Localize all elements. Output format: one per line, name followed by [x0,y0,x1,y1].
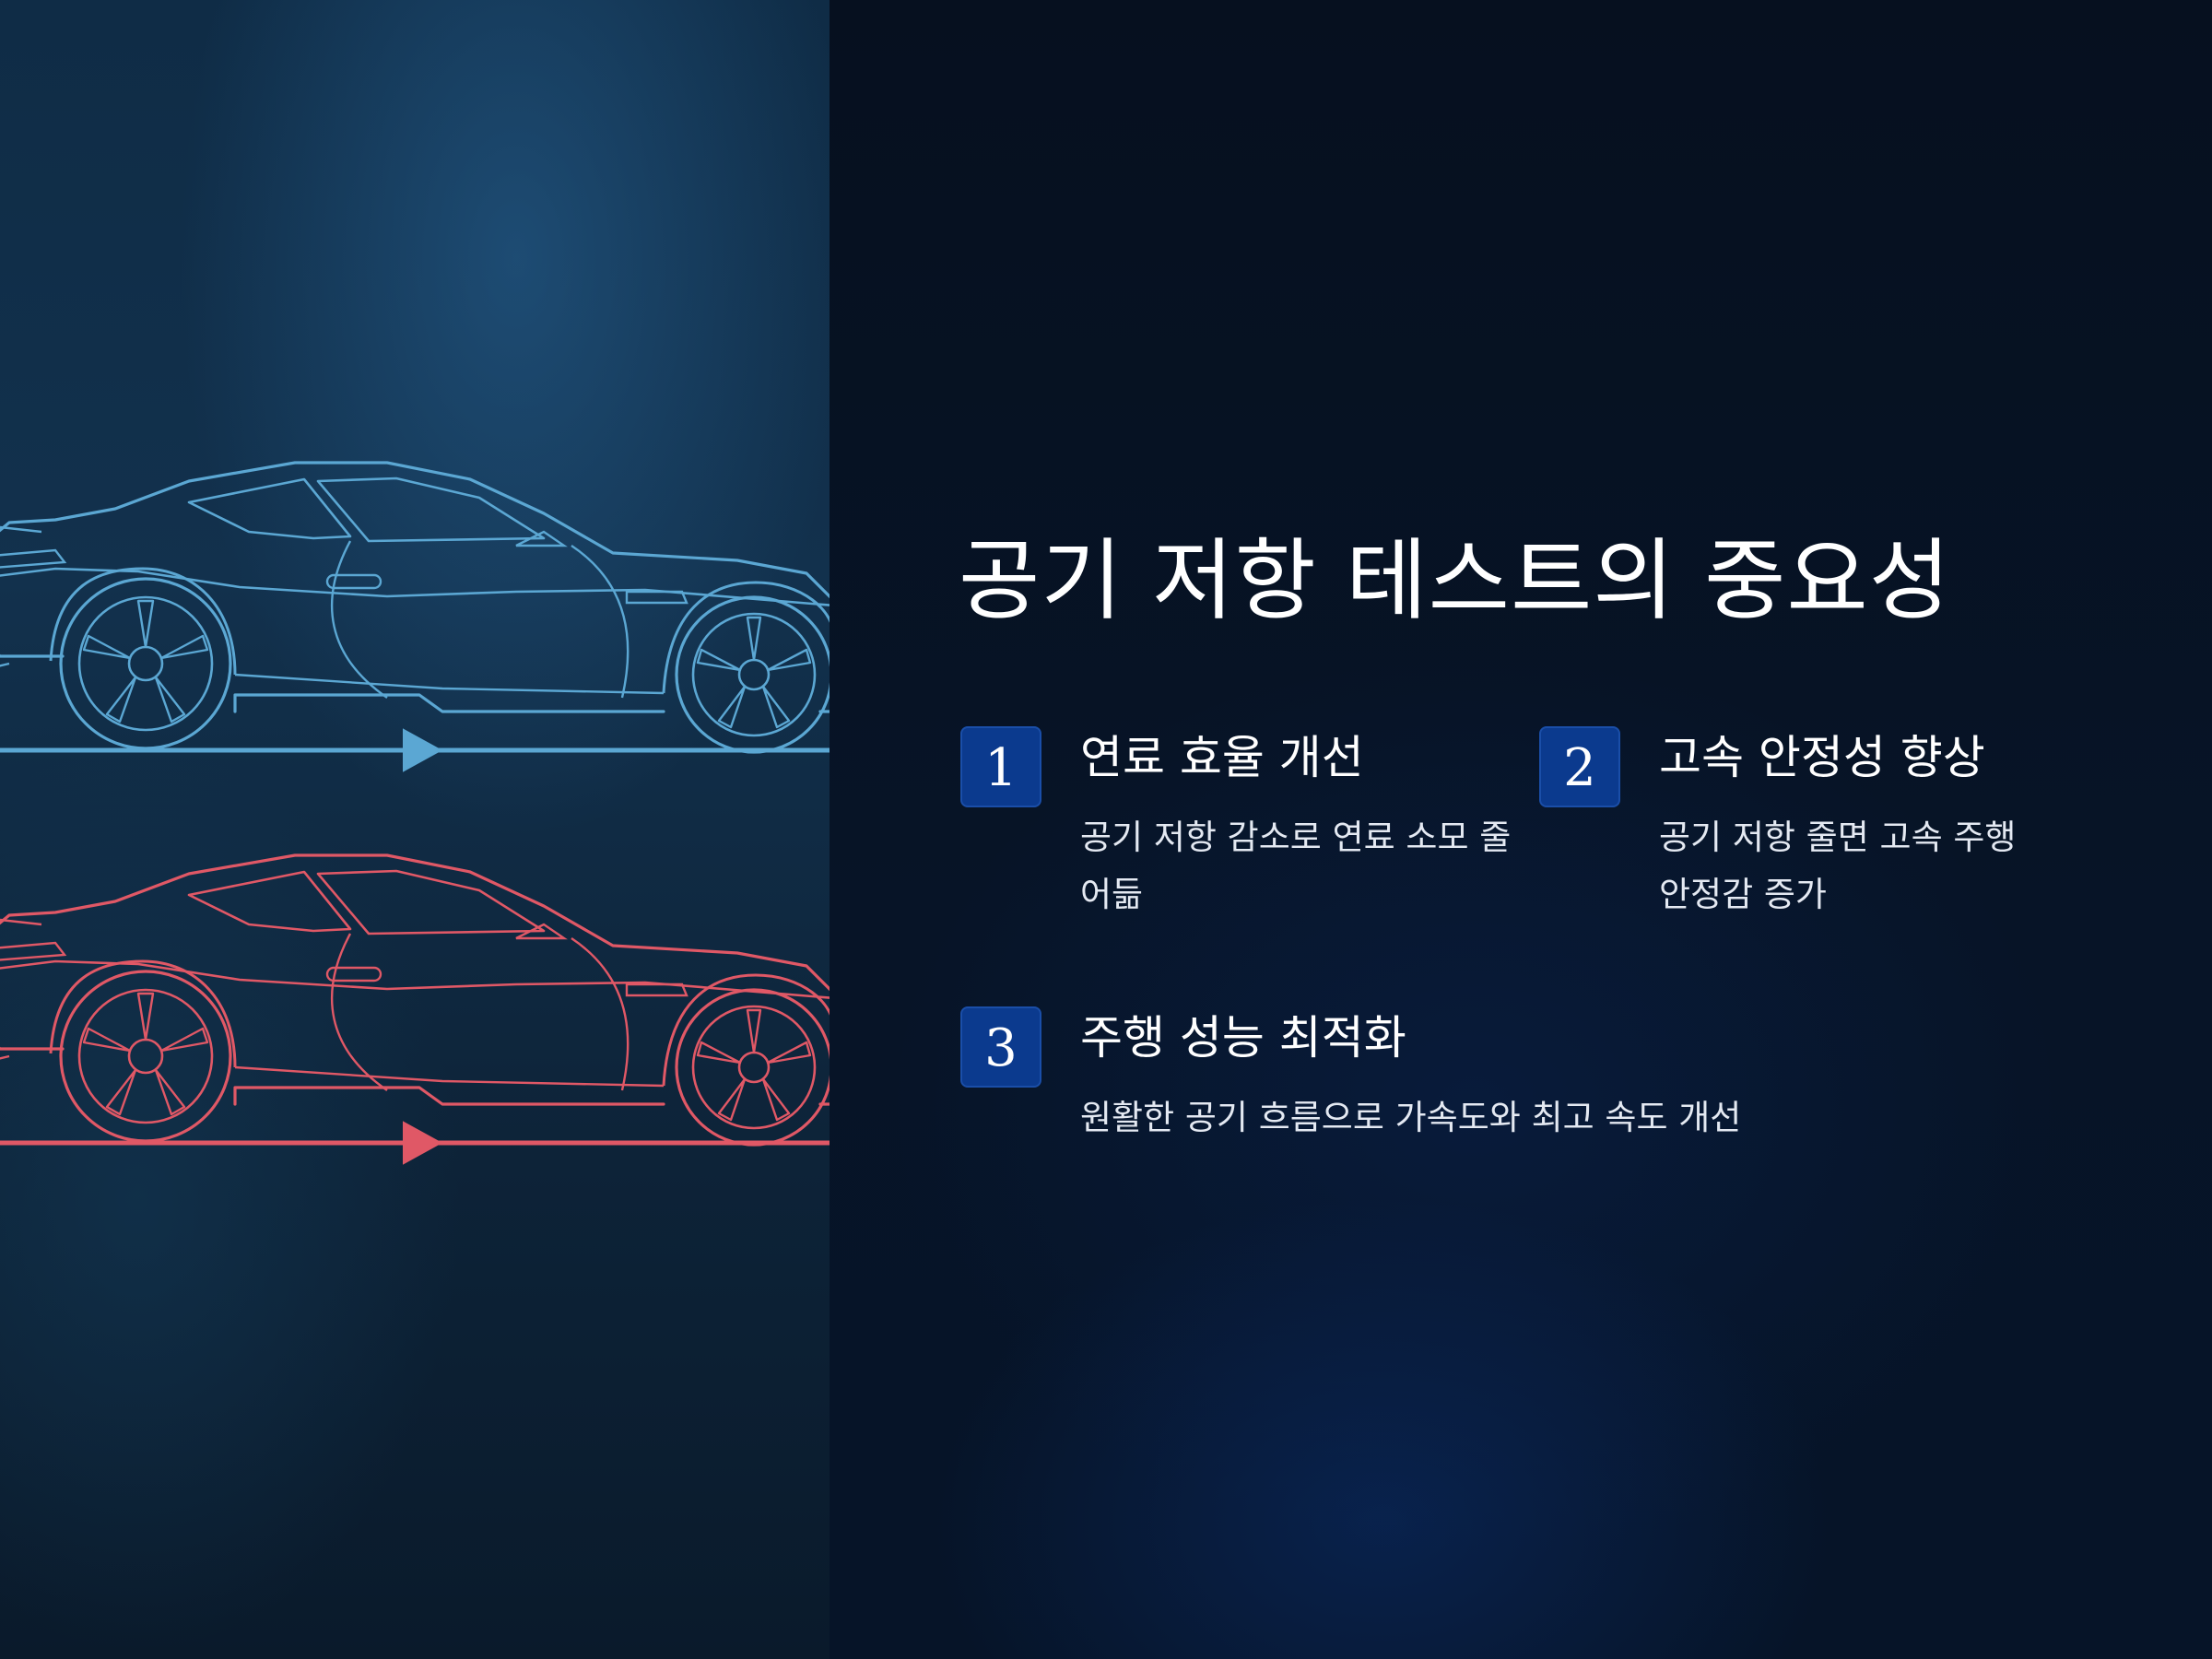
car-illustration-panel [0,0,830,1659]
list-item: 3 주행 성능 최적화 원활한 공기 흐름으로 가속도와 최고 속도 개선 [960,1006,2066,1172]
list-item: 2 고속 안정성 향상 공기 저항 줄면 고속 주행 안정감 증가 [1539,726,2129,929]
number-badge: 1 [960,726,1041,807]
slide-title: 공기 저항 테스트의 중요성 [959,529,1952,632]
sports-car-outline-icon [0,463,830,771]
number-badge: 3 [960,1006,1041,1088]
item-description: 공기 저항 줄면 고속 주행 안정감 증가 [1659,818,2017,914]
item-title: 고속 안정성 향상 [1659,731,1985,784]
item-description: 공기 저항 감소로 연료 소모 줄어듦 [1080,818,1512,914]
number-badge: 2 [1539,726,1620,807]
item-title: 연료 효율 개선 [1080,731,1364,784]
list-item: 1 연료 효율 개선 공기 저항 감소로 연료 소모 줄어듦 [960,726,1513,929]
item-title: 주행 성능 최적화 [1080,1011,1406,1065]
item-description: 원활한 공기 흐름으로 가속도와 최고 속도 개선 [1080,1098,1742,1137]
sports-car-outline-icon [0,855,830,1163]
car-illustration [0,0,830,1659]
